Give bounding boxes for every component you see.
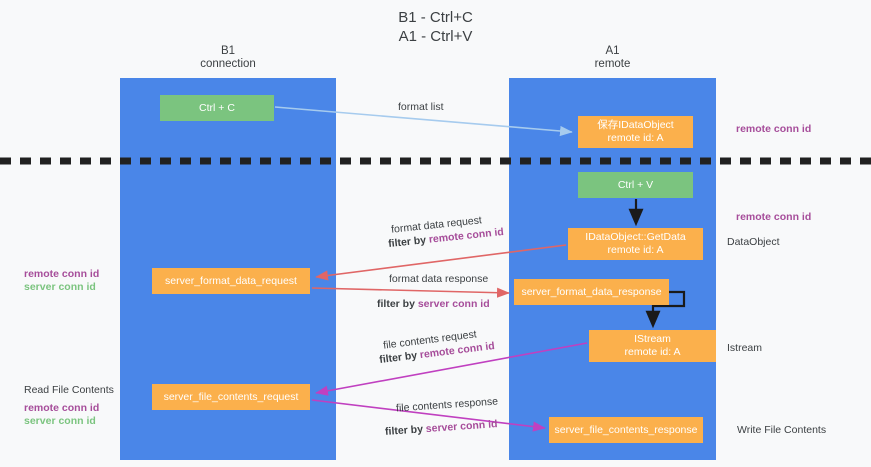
annotation-dataobject: DataObject — [727, 236, 780, 248]
swimlane-header-a1: A1 remote — [509, 45, 716, 71]
node-server-file-contents-response[interactable]: server_file_contents_response — [549, 417, 703, 443]
node-istream-line2: remote id: A — [624, 346, 681, 358]
swimlane-header-b1-sublabel: connection — [200, 58, 256, 70]
filter-key-server-conn-id: server conn id — [417, 298, 490, 310]
node-idataobject-getdata[interactable]: IDataObject::GetData remote id: A — [568, 228, 703, 260]
node-ctrl-v-line1: Ctrl + V — [617, 178, 654, 191]
node-save-idataobject-line2: remote id: A — [607, 132, 664, 144]
annotation-remote-conn-id-top-text: remote conn id — [736, 123, 812, 135]
filter-key-server-conn-id: server conn id — [425, 418, 498, 436]
annotation-left-remote-conn-id-bottom: remote conn id — [24, 402, 100, 414]
filter-prefix: filter by — [384, 423, 427, 438]
edge-label-format-data-response-filter: filter by server conn id — [377, 298, 490, 311]
node-save-idataobject-line1: 保存IDataObject — [597, 119, 674, 131]
diagram-title-line2: A1 - Ctrl+V — [398, 28, 473, 45]
node-server-format-data-request-label: server_format_data_request — [165, 274, 297, 287]
node-ctrl-c[interactable]: Ctrl + C — [160, 95, 274, 121]
node-server-file-contents-response-label: server_file_contents_response — [554, 423, 698, 436]
node-ctrl-v[interactable]: Ctrl + V — [578, 172, 693, 198]
node-server-format-data-request[interactable]: server_format_data_request — [152, 268, 310, 294]
swimlane-header-b1-name: B1 — [220, 45, 236, 57]
edge-label-format-data-response: format data response — [389, 273, 489, 285]
node-istream-line1: IStream — [634, 333, 671, 345]
diagram-title-line1: B1 - Ctrl+C — [398, 9, 473, 26]
node-idataobject-getdata-line1: IDataObject::GetData — [585, 231, 686, 243]
annotation-left-server-conn-id-bottom: server conn id — [24, 415, 96, 427]
edge-label-file-contents-response: file contents response — [395, 395, 499, 415]
annotation-write-file-contents: Write File Contents — [737, 424, 827, 436]
swimlane-header-a1-sublabel: remote — [594, 58, 631, 70]
node-server-format-data-response[interactable]: server_format_data_response — [514, 279, 669, 305]
node-save-idataobject[interactable]: 保存IDataObject remote id: A — [578, 116, 693, 148]
node-server-file-contents-request[interactable]: server_file_contents_request — [152, 384, 310, 410]
edge-label-file-contents-response-filter: filter by server conn id — [385, 418, 498, 439]
node-ctrl-c-line1: Ctrl + C — [199, 101, 235, 114]
node-server-format-data-response-label: server_format_data_response — [521, 285, 662, 298]
annotation-remote-conn-id-mid: remote conn id — [736, 211, 811, 224]
annotation-read-file-contents: Read File Contents — [24, 384, 114, 396]
filter-prefix: filter by — [377, 298, 418, 310]
diagram-title: B1 - Ctrl+C A1 - Ctrl+V — [0, 8, 871, 46]
node-idataobject-getdata-line2: remote id: A — [607, 244, 664, 256]
node-server-file-contents-request-label: server_file_contents_request — [163, 390, 299, 403]
annotation-remote-conn-id-mid-text: remote conn id — [736, 211, 812, 223]
swimlane-header-b1: B1 connection — [120, 45, 336, 71]
swimlane-header-a1-name: A1 — [605, 45, 620, 57]
annotation-conn-id-pair-bottom: remote conn id server conn id — [24, 402, 99, 428]
annotation-conn-id-pair-mid: remote conn id server conn id — [24, 268, 99, 294]
node-istream[interactable]: IStream remote id: A — [589, 330, 716, 362]
annotation-remote-conn-id-top: remote conn id — [736, 123, 811, 136]
annotation-left-remote-conn-id-mid: remote conn id — [24, 268, 100, 280]
annotation-left-server-conn-id-mid: server conn id — [24, 281, 96, 293]
annotation-istream: Istream — [727, 342, 763, 354]
edge-label-format-list: format list — [398, 101, 444, 113]
